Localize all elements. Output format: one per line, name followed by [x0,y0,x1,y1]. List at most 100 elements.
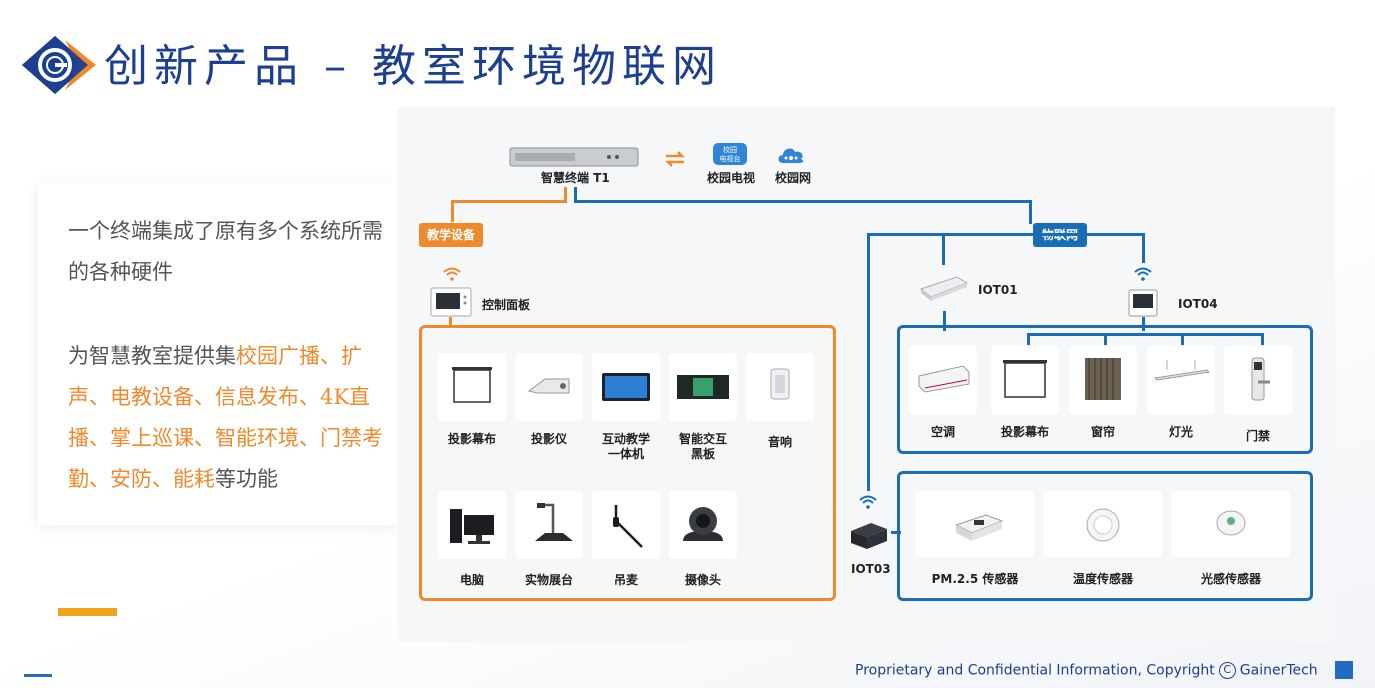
cloud-network-icon [778,148,804,163]
line-teaching-v [564,187,567,203]
line-drop-3 [1181,333,1184,345]
temperature-sensor-icon [1086,508,1120,542]
line-iot04-down [1142,317,1145,331]
control-panel-icon [430,287,472,317]
interactive-display-icon [602,373,650,401]
curtain-icon [1085,358,1121,400]
iot01-label: IOT01 [978,283,1018,297]
device-tile-light [1147,346,1215,414]
device-tile-air-conditioner [909,346,977,414]
copyright-icon: C [1218,662,1236,679]
exchange-arrows-icon [664,151,686,167]
sensor-label-temperature: 温度传感器 [1072,572,1133,586]
device-tile-projector [515,353,583,421]
sensor-label-pm25: PM.2.5 传感器 [931,572,1019,586]
line-teaching-down [451,200,454,222]
projector-icon [527,378,570,394]
line-drop-4 [1261,333,1264,345]
device-label-camera: 摄像头 [684,573,721,587]
footer-text-before: Proprietary and Confidential Information… [855,662,1215,679]
projection-screen-icon [452,367,492,403]
device-tile-computer [438,491,506,559]
device-label-hanging-mic: 吊麦 [613,573,638,587]
sensor-tile-temperature [1044,491,1162,557]
campus-net-label: 校园网 [775,171,812,185]
footer-square [1335,661,1353,679]
intro-para-2-highlight: 校园广播、扩声、电教设备、信息发布、4K直播、掌上巡课、智能环境、门禁考勤、安防… [68,344,383,491]
device-label-smart-blackboard: 智能交互 黑板 [678,432,727,461]
footer-copyright: Proprietary and Confidential Information… [855,662,1318,679]
line-iot-h [574,200,1032,203]
pm25-sensor-icon [954,514,1004,541]
teaching-devices-box [419,325,836,601]
intro-para-1: 一个终端集成了原有多个系统所需的各种硬件 [68,219,383,284]
line-iot-down [1029,200,1032,224]
door-lock-icon [1251,357,1270,401]
air-conditioner-icon [918,365,970,393]
line-iot-branch-h [867,233,1145,236]
line-drop-1 [1027,333,1030,345]
device-label-computer: 电脑 [459,573,484,587]
device-label-door-access: 门禁 [1245,429,1270,443]
device-label-curtain: 窗帘 [1090,425,1115,439]
iot01-device-icon [919,276,969,301]
line-iot01-down [943,311,946,331]
tag-teaching-devices: 教学设备 [419,223,483,247]
ptz-camera-icon [683,507,723,541]
campus-tv-icon: 校园 电视台 [713,143,747,165]
intro-para-2-prefix: 为智慧教室提供集 [68,344,236,368]
page-title: 创新产品 – 教室环境物联网 [104,41,722,92]
iot04-label: IOT04 [1178,297,1218,311]
device-label-projector: 投影仪 [530,432,567,446]
line-iot03-sensors [891,531,901,534]
device-tile-projection-screen [438,353,506,421]
device-label-interactive-display: 互动教学 一体机 [601,432,650,461]
document-camera-icon [535,503,573,541]
line-iot04-distribution [1027,333,1264,336]
light-sensor-icon [1216,510,1246,536]
line-teaching-h [451,200,567,203]
line-drop-2 [1104,333,1107,345]
svg-text:电视台: 电视台 [720,154,741,163]
device-label-air-conditioner: 空调 [930,425,955,439]
device-label-document-camera: 实物展台 [524,573,573,587]
device-tile-door-access [1224,346,1292,414]
footer-company: GainerTech [1239,662,1318,679]
device-label-light: 灯光 [1168,425,1193,439]
device-label-projection-screen: 投影幕布 [447,432,496,446]
device-tile-document-camera [515,491,583,559]
line-iot01-v [942,233,945,265]
sensor-tile-light [1172,491,1290,557]
iot03-label: IOT03 [851,562,891,576]
device-tile-smart-blackboard [669,353,737,421]
device-tile-camera [669,491,737,559]
intro-text: 一个终端集成了原有多个系统所需的各种硬件 为智慧教室提供集校园广播、扩声、电教设… [68,211,398,500]
device-tile-iot-projection-screen [991,346,1059,414]
projection-screen-icon [1003,360,1047,398]
wifi-icon-iot04 [1134,267,1152,281]
smart-blackboard-icon [677,375,729,399]
line-iot04-v [1142,233,1145,263]
device-tile-curtain [1069,346,1137,414]
line-panel-down [449,317,452,327]
sensor-label-light: 光感传感器 [1200,572,1261,586]
line-iot-v [574,187,577,203]
wifi-icon [443,267,461,281]
computer-icon [450,509,494,544]
iot04-device-icon [1128,289,1158,317]
control-panel-label: 控制面板 [482,298,531,312]
line-iot03-v [867,233,870,491]
speaker-icon [770,368,790,400]
intro-card: 一个终端集成了原有多个系统所需的各种硬件 为智慧教室提供集校园广播、扩声、电教设… [38,183,398,525]
terminal-label: 智慧终端 T1 [541,171,610,185]
sensor-tile-pm25 [916,491,1034,557]
device-label-iot-projection-screen: 投影幕布 [1000,425,1049,439]
hanging-microphone-icon [613,505,643,548]
svg-text:校园: 校园 [723,145,737,154]
light-fixture-icon [1153,360,1211,381]
gainertech-logo-icon [22,36,96,94]
iot03-device-icon [851,523,887,549]
iot-actuators-box [897,325,1313,454]
device-tile-speaker [746,353,814,421]
device-tile-interactive-display [592,353,660,421]
